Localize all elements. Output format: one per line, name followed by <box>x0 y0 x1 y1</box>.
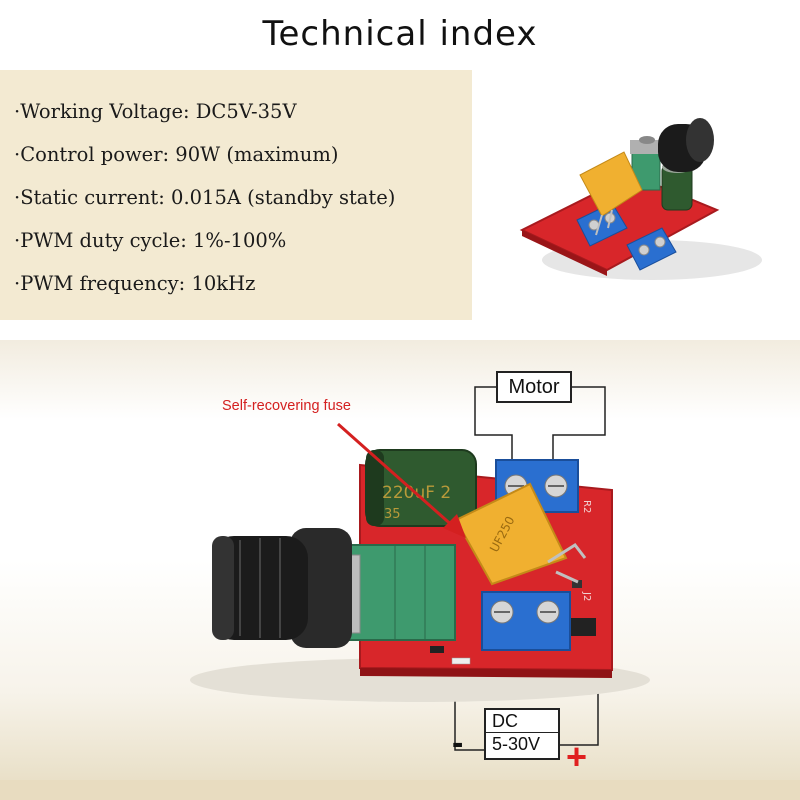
fuse-arrow <box>337 422 466 538</box>
plus-sign: + <box>566 736 588 777</box>
potentiometer-body <box>339 544 456 641</box>
svg-text:35: 35 <box>384 507 401 522</box>
page-title: Technical index <box>262 14 538 54</box>
fuse-label: Self-recovering fuse <box>222 398 351 414</box>
motor-label: Motor <box>496 371 572 403</box>
svg-text:R2: R2 <box>581 500 592 513</box>
product-photo <box>512 70 800 320</box>
self-recovering-fuse: UF250 <box>454 482 587 586</box>
svg-text:J2: J2 <box>581 591 592 601</box>
spec-item-voltage: ·Working Voltage: DC5V-35V <box>14 100 297 123</box>
power-terminal-block <box>481 591 571 651</box>
spec-item-frequency: ·PWM frequency: 10kHz <box>14 272 256 295</box>
spec-item-current: ·Static current: 0.015A (standby state) <box>14 186 396 209</box>
electrolytic-capacitor: 220uF 2 35 <box>365 449 477 527</box>
minus-sign: - <box>452 724 464 762</box>
board-diagram: R3 R2 J2 220uF 2 35 UF250 <box>190 386 650 751</box>
spec-item-power: ·Control power: 90W (maximum) <box>14 143 339 166</box>
spec-panel: ·Working Voltage: DC5V-35V ·Control powe… <box>0 70 472 320</box>
dc-label-line2: 5-30V <box>492 734 541 754</box>
spec-list: ·Working Voltage: DC5V-35V ·Control powe… <box>14 90 395 305</box>
dc-input-label: DC 5-30V <box>484 708 560 760</box>
spec-item-duty-cycle: ·PWM duty cycle: 1%-100% <box>14 229 287 252</box>
bottom-strip <box>0 780 800 800</box>
dc-label-line1: DC <box>486 710 558 733</box>
knob <box>212 528 352 648</box>
